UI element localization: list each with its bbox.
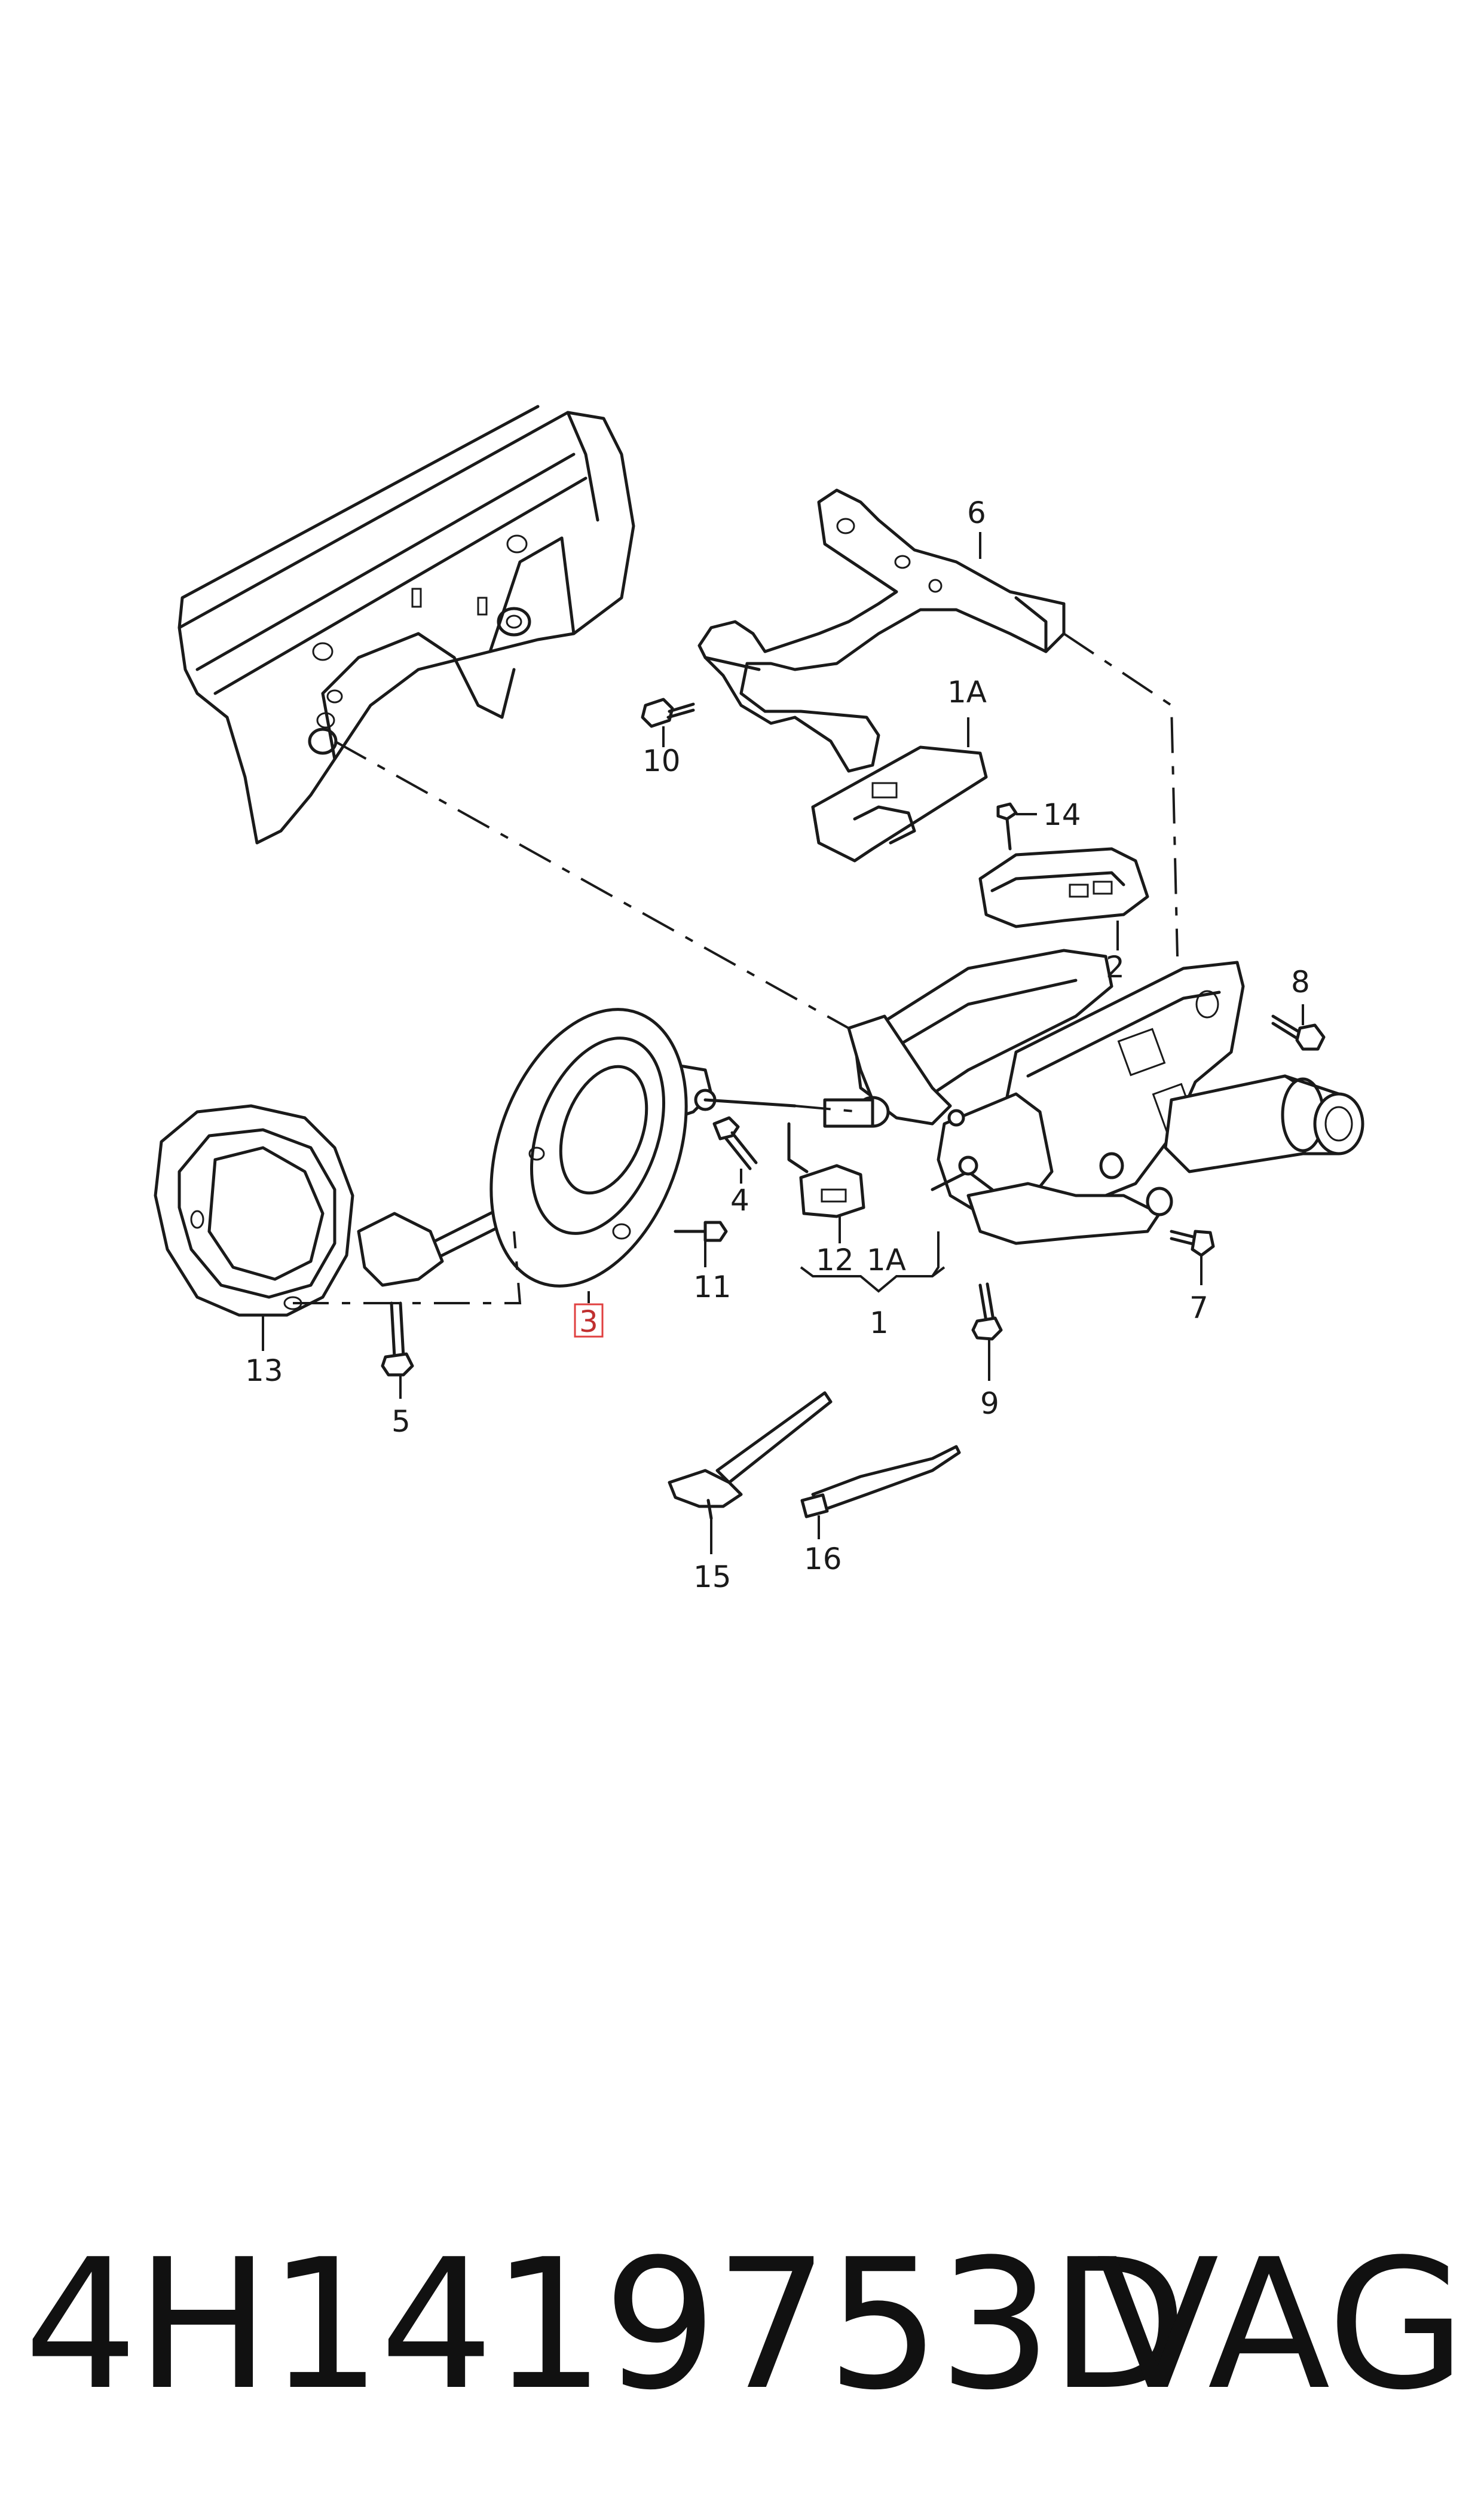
callout-1: 1 — [870, 1306, 889, 1340]
bolt-11 — [674, 1221, 728, 1242]
alignment-lines — [293, 632, 1179, 1304]
steering-boot-seal — [489, 1008, 688, 1288]
steering-column-cover — [154, 1104, 354, 1317]
connector-12 — [787, 1122, 865, 1218]
bolt-10 — [641, 698, 695, 728]
bolt-8 — [1271, 1014, 1326, 1051]
callout-labels: 6 1A 10 14 2 8 4 12 1A 1 11 3 13 5 7 9 1… — [245, 496, 1310, 1594]
callout-2: 2 — [1106, 950, 1125, 985]
cable-tie-15 — [668, 1391, 833, 1520]
bolt-5 — [381, 1301, 414, 1377]
callout-6: 6 — [967, 496, 986, 530]
callout-11: 11 — [693, 1270, 732, 1304]
highlight-box-3 — [574, 1303, 604, 1338]
callout-9: 9 — [980, 1386, 999, 1421]
steering-column-assembly — [847, 949, 1364, 1245]
callout-4: 4 — [730, 1183, 749, 1218]
bolt-7 — [1170, 1230, 1215, 1257]
bolt-9 — [971, 1282, 1003, 1341]
steering-lock-module — [978, 847, 1149, 928]
callout-13: 13 — [245, 1353, 283, 1388]
callout-7: 7 — [1189, 1291, 1208, 1325]
leader-lines — [262, 532, 1304, 1554]
group-bracket-1 — [800, 1266, 946, 1293]
callout-16: 16 — [804, 1542, 842, 1576]
callout-15: 15 — [693, 1560, 732, 1594]
part-number: 4H1419753D — [24, 2221, 1188, 2429]
control-unit-1A — [811, 745, 988, 863]
brand-name: VAG — [1096, 2221, 1466, 2429]
callout-8: 8 — [1291, 965, 1310, 999]
callout-12: 12 — [816, 1243, 854, 1277]
callout-10: 10 — [642, 744, 681, 778]
bolt-14 — [996, 802, 1018, 851]
bolt-4 — [712, 1116, 758, 1170]
callout-3: 3 — [579, 1304, 598, 1339]
callout-5: 5 — [391, 1404, 411, 1439]
firewall-body-panel — [178, 405, 635, 845]
footer: 4H1419753D VAG — [0, 2212, 1484, 2463]
crossmember-bracket — [697, 488, 1066, 773]
callout-14: 14 — [1043, 797, 1081, 832]
cable-tie-16 — [800, 1445, 961, 1518]
callout-1A-top: 1A — [947, 675, 987, 710]
callout-1A-bottom: 1A — [867, 1243, 906, 1277]
